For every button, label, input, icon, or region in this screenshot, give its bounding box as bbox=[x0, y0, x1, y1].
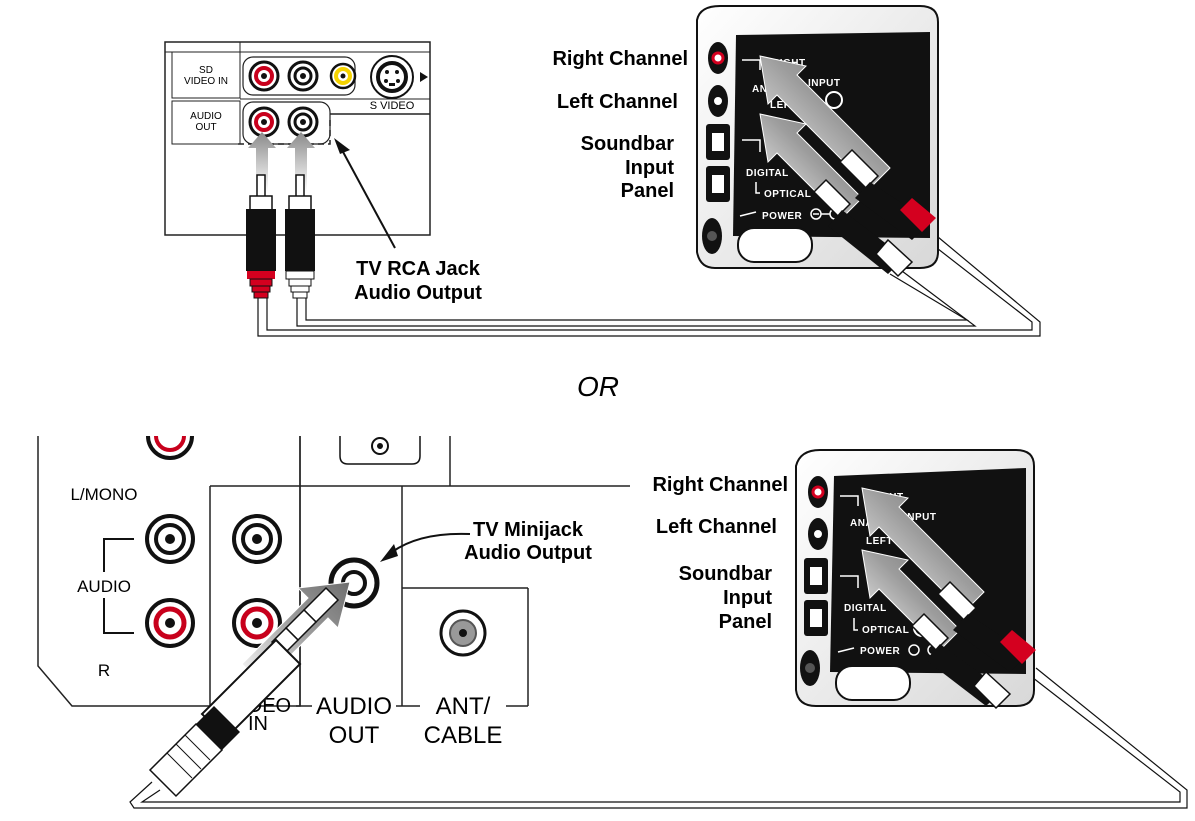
ant-cable-label-1: ANT/ bbox=[436, 693, 491, 720]
video-jack-2 bbox=[232, 598, 282, 648]
panel-optical-text: OPTICAL bbox=[764, 189, 811, 200]
top-white-rca-plug bbox=[285, 174, 315, 299]
bottom-left-channel-label: Left Channel bbox=[656, 516, 777, 538]
bottom-soundbar-label-1: Soundbar bbox=[679, 563, 773, 585]
audio-out-label: AUDIO bbox=[190, 111, 222, 122]
panel-left-text-b: LEFT bbox=[866, 536, 893, 547]
panel-optical-text-b: OPTICAL bbox=[862, 625, 909, 636]
bottom-tv-panel: L/MONO AUDIO R VIDEO IN AUDIO OUT ANT/ C… bbox=[37, 435, 630, 749]
minijack-callout-line1: TV Minijack bbox=[473, 519, 584, 541]
s-video-label: S VIDEO bbox=[370, 100, 415, 112]
or-separator: OR bbox=[577, 371, 619, 402]
panel-input-text: INPUT bbox=[808, 78, 841, 89]
rca-callout-line1: TV RCA Jack bbox=[356, 258, 481, 280]
sd-label: SD bbox=[199, 65, 213, 76]
rca-callout-line2: Audio Output bbox=[354, 282, 482, 304]
ant-cable-label-2: CABLE bbox=[424, 722, 503, 749]
top-soundbar-label-2: Input bbox=[625, 157, 674, 179]
bottom-soundbar-label-2: Input bbox=[723, 587, 772, 609]
top-tv-panel: SD VIDEO IN AUDIO OUT S VIDEO bbox=[164, 41, 431, 236]
s-video-jack bbox=[370, 55, 428, 99]
ant-cable-port bbox=[439, 609, 487, 657]
video-jack-1 bbox=[232, 514, 282, 564]
top-soundbar-white-plug bbox=[812, 178, 914, 278]
audio-r-jack bbox=[145, 598, 195, 648]
bottom-soundbar-white-plug bbox=[910, 612, 1012, 710]
top-right-channel-label: Right Channel bbox=[552, 48, 688, 70]
audio-label: AUDIO bbox=[77, 577, 131, 596]
minijack-callout-line2: Audio Output bbox=[464, 542, 592, 564]
panel-digital-text: DIGITAL bbox=[746, 168, 789, 179]
out-label: OUT bbox=[195, 122, 216, 133]
bottom-arrow-right-channel bbox=[861, 487, 985, 613]
audio-out-label-2: OUT bbox=[329, 722, 380, 749]
audio-white-jack bbox=[287, 106, 319, 138]
up-arrow-left bbox=[248, 132, 276, 192]
panel-left-text: LEFT bbox=[770, 100, 797, 111]
lmono-jack bbox=[145, 514, 195, 564]
video-in-label-2: IN bbox=[248, 713, 268, 735]
top-red-rca-plug bbox=[246, 174, 276, 299]
top-cable bbox=[257, 231, 1041, 337]
up-arrow-right bbox=[287, 132, 315, 192]
bottom-soundbar-panel: RIGHT ANALOG INPUT LEFT DIGITAL OPTICAL … bbox=[795, 449, 1035, 707]
panel-power-text-b: POWER bbox=[860, 646, 901, 657]
video-white-jack bbox=[287, 60, 319, 92]
minijack-plug bbox=[148, 586, 340, 798]
panel-input-text-b: INPUT bbox=[904, 512, 937, 523]
top-soundbar-label-3: Panel bbox=[621, 180, 674, 202]
top-soundbar-label-1: Soundbar bbox=[581, 133, 675, 155]
bottom-soundbar-label-3: Panel bbox=[719, 611, 772, 633]
video-red-jack bbox=[248, 60, 280, 92]
bottom-right-channel-label: Right Channel bbox=[652, 474, 788, 496]
audio-out-label-1: AUDIO bbox=[316, 693, 392, 720]
l-mono-label: L/MONO bbox=[70, 485, 137, 504]
panel-power-text: POWER bbox=[762, 211, 803, 222]
top-left-channel-label: Left Channel bbox=[557, 91, 678, 113]
panel-digital-text-b: DIGITAL bbox=[844, 603, 887, 614]
bottom-soundbar-red-plug bbox=[936, 580, 1036, 672]
top-soundbar-red-plug bbox=[838, 148, 936, 240]
bottom-cable bbox=[129, 667, 1188, 809]
video-in-label: VIDEO IN bbox=[184, 76, 228, 87]
r-label: R bbox=[98, 661, 110, 680]
video-yellow-jack bbox=[329, 62, 357, 90]
audio-red-jack bbox=[248, 106, 280, 138]
